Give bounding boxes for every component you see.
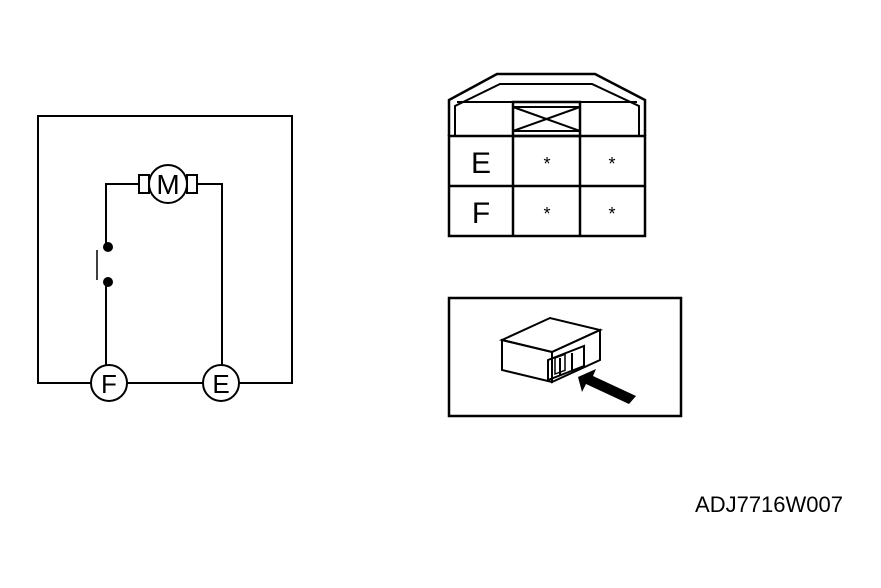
- connector-housing: [447, 72, 647, 136]
- connector-row-f-label: F: [472, 197, 490, 230]
- figure-code: ADJ7716W007: [695, 492, 843, 517]
- motor-symbol: M: [138, 164, 198, 204]
- terminal-e: E: [202, 364, 240, 402]
- connector-face: E F * * * *: [447, 72, 647, 238]
- pointer-arrow-icon: [578, 369, 636, 404]
- connector-pin: *: [543, 204, 550, 224]
- right-wire: [198, 183, 223, 365]
- connector-pin: *: [608, 204, 615, 224]
- control-unit-icon: [498, 316, 604, 384]
- motor-label: M: [156, 169, 179, 200]
- terminal-e-label: E: [212, 369, 229, 399]
- switch-contact-bottom: [103, 277, 113, 287]
- component-view: [447, 296, 683, 418]
- motor-schematic: M F E: [37, 115, 293, 402]
- terminal-f-label: F: [101, 369, 117, 399]
- left-wire: [105, 183, 138, 247]
- component-view-frame: [447, 296, 683, 418]
- connector-row-e-label: E: [471, 147, 491, 180]
- connector-pin: *: [543, 154, 550, 174]
- terminal-f: F: [90, 364, 128, 402]
- connector-pin: *: [608, 154, 615, 174]
- switch-contact-top: [103, 242, 113, 252]
- lock-tab-icon: [511, 100, 582, 138]
- outer-frame: [37, 115, 293, 384]
